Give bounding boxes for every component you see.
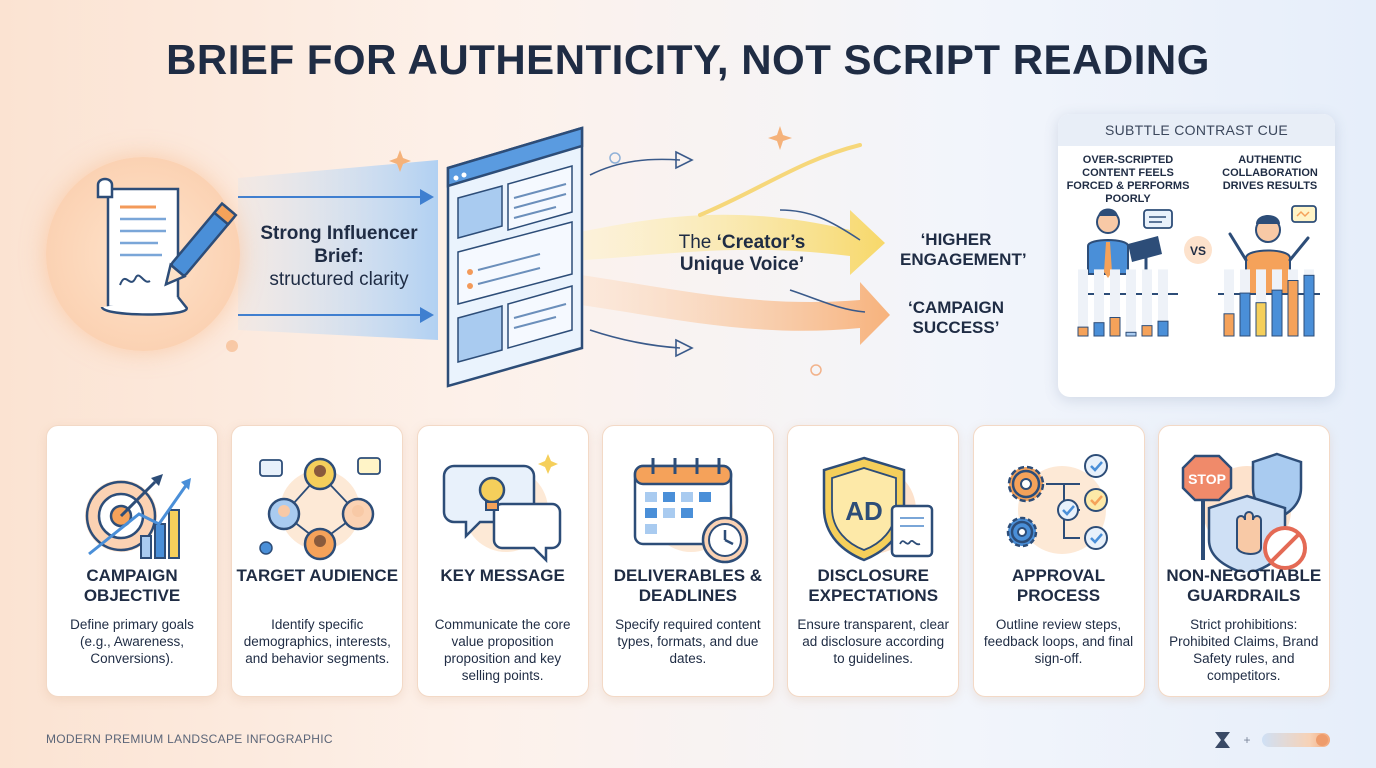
bar (1141, 325, 1153, 337)
gradient-pill (1262, 733, 1330, 747)
card-title: KEY MESSAGE (440, 566, 565, 585)
ad-shield-icon: AD (808, 444, 940, 572)
orange-ribbon (540, 270, 890, 345)
card-title: DISCLOSURE EXPECTATIONS (808, 566, 939, 605)
result-higher-engagement: ‘HIGHER ENGAGEMENT’ (900, 230, 1027, 269)
bar (1077, 326, 1089, 337)
yellow-ribbon (540, 210, 885, 275)
result-campaign-success: ‘CAMPAIGN SUCCESS’ (907, 298, 1004, 337)
card-title: DELIVERABLES & DEADLINES (613, 566, 763, 605)
contrast-panel: SUBTTLE CONTRAST CUE OVER-SCRIPTED CONTE… (1058, 114, 1335, 397)
bar (1125, 331, 1137, 337)
lightbulb-message-icon (438, 444, 570, 572)
brief-element-card: KEY MESSAGE Communicate the core value p… (416, 425, 589, 697)
bar (1271, 289, 1283, 337)
footer-plus: + (1243, 733, 1250, 747)
brief-label-bold: Strong Influencer Brief: (260, 223, 418, 267)
card-description: Define primary goals (e.g., Awareness, C… (70, 617, 194, 666)
voice-prefix: The (678, 232, 712, 253)
brief-element-card: TARGET AUDIENCE Identify specific demogr… (231, 425, 404, 697)
card-title: APPROVAL PROCESS (1011, 566, 1106, 605)
footer-caption: MODERN PREMIUM LANDSCAPE INFOGRAPHIC (46, 732, 333, 746)
authentic-label: AUTHENTIC COLLABORATION DRIVES RESULTS (1222, 154, 1318, 192)
bar-track (1126, 269, 1136, 336)
bar (1239, 292, 1251, 337)
sparkle-icon (389, 150, 411, 172)
authentic-performance-bars (1223, 269, 1315, 337)
card-description: Identify specific demographics, interest… (243, 617, 391, 666)
contrast-illustration: VS (1077, 205, 1320, 337)
bar (1093, 322, 1105, 337)
bar-track (1142, 269, 1152, 336)
bar-track (1094, 269, 1104, 336)
vs-text: VS (1190, 244, 1206, 258)
brief-element-card: DELIVERABLES & DEADLINES Specify require… (601, 425, 774, 697)
vs-badge (1184, 236, 1212, 264)
brief-element-card: AD DISCLOSURE EXPECTATIONS Ensure transp… (787, 425, 960, 697)
bar-track (1158, 269, 1168, 336)
footer-decoration: + (700, 732, 1330, 748)
voice-bold: ‘Creator’s Unique Voice’ (679, 232, 806, 275)
bar-track (1224, 269, 1234, 336)
audience-icon (252, 444, 384, 572)
bar (1303, 274, 1315, 337)
creator-voice-label: The ‘Creator’s Unique Voice’ (660, 232, 824, 276)
card-title: CAMPAIGN OBJECTIVE (83, 566, 181, 605)
blue-beam (238, 160, 438, 340)
brief-label-sub: structured clarity (269, 269, 409, 290)
gears-checkmarks-icon (994, 444, 1126, 572)
bar (1255, 302, 1267, 337)
arrowhead (420, 307, 434, 323)
card-description: Ensure transparent, clear ad disclosure … (797, 617, 949, 666)
scripted-performance-bars (1077, 269, 1169, 337)
card-title: NON-NEGOTIABLE GUARDRAILS (1166, 566, 1322, 605)
stop-label: STOP (1188, 471, 1226, 487)
card-title: TARGET AUDIENCE (236, 566, 399, 585)
page-title: BRIEF FOR AUTHENTICITY, NOT SCRIPT READI… (166, 36, 1210, 83)
ad-label: AD (845, 496, 883, 526)
arrowhead (420, 189, 434, 205)
bar (1157, 320, 1169, 337)
bar-track (1078, 269, 1088, 336)
over-scripted-label: OVER-SCRIPTED CONTENT FEELS FORCED & PER… (1066, 154, 1190, 205)
bar (1287, 280, 1299, 337)
brief-label: Strong Influencer Brief: structured clar… (246, 222, 432, 291)
brief-element-card: APPROVAL PROCESS Outline review steps, f… (972, 425, 1145, 697)
document-pen-icon (96, 177, 238, 316)
calendar-clock-icon (623, 444, 755, 572)
card-description: Strict prohibitions: Prohibited Claims, … (1169, 617, 1319, 683)
brief-screen-icon (446, 126, 584, 388)
brief-element-card: CAMPAIGN OBJECTIVE Define primary goals … (46, 425, 218, 697)
card-description: Communicate the core value proposition p… (434, 617, 571, 683)
bar-track (1110, 269, 1120, 336)
target-icon (67, 444, 199, 572)
card-description: Specify required content types, formats,… (615, 617, 761, 666)
sparkle-icon (768, 126, 792, 150)
brief-element-card: STOP NON-NEGOTIABLE GUARDRAILS Strict pr… (1157, 425, 1330, 697)
bar (1109, 317, 1121, 337)
card-description: Outline review steps, feedback loops, an… (983, 617, 1134, 666)
contrast-heading: SUBTTLE CONTRAST CUE (1058, 114, 1335, 146)
brand-logo-icon (1215, 732, 1230, 748)
document-circle (46, 157, 240, 351)
stop-sign-shield-icon: STOP (1179, 444, 1311, 576)
bar (1223, 313, 1235, 337)
